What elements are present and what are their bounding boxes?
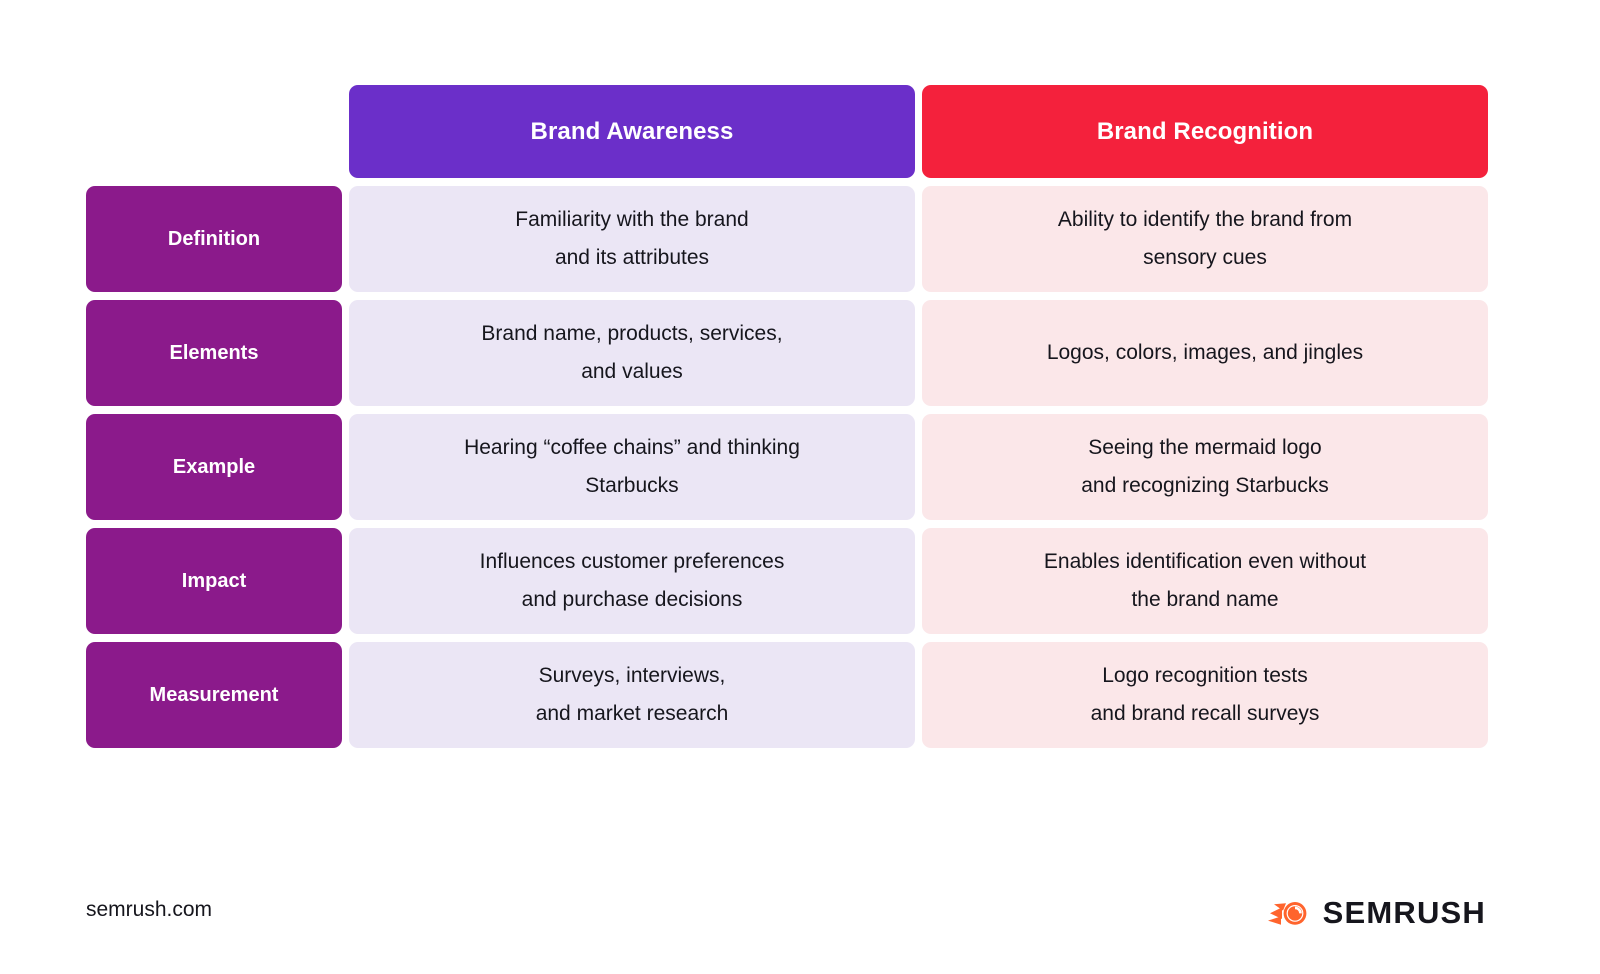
cell-text: Ability to identify the brand from senso… [1057, 208, 1353, 269]
cell-text: Surveys, interviews, and market research [535, 664, 729, 725]
cell-definition-recognition: Ability to identify the brand from senso… [922, 186, 1488, 292]
cell-definition-awareness: Familiarity with the brand and its attri… [349, 186, 915, 292]
row-label-impact: Impact [86, 528, 342, 634]
semrush-logo: SEMRUSH [1267, 893, 1486, 933]
footer: semrush.com SEMRUSH [0, 893, 1600, 939]
table-row: Elements Brand name, products, services,… [86, 300, 1488, 406]
row-label-text: Impact [181, 569, 247, 592]
cell-text: Logo recognition tests and brand recall … [1090, 664, 1320, 725]
row-label-text: Definition [167, 227, 261, 250]
row-label-measurement: Measurement [86, 642, 342, 748]
column-header-brand-awareness: Brand Awareness [349, 85, 915, 178]
row-label-text: Measurement [149, 683, 279, 706]
cell-text: Influences customer preferences and purc… [479, 550, 785, 611]
row-label-text: Elements [169, 341, 259, 364]
cell-text: Brand name, products, services, and valu… [481, 322, 783, 383]
comparison-table: Brand Awareness Brand Recognition Defini… [86, 85, 1488, 748]
cell-measurement-awareness: Surveys, interviews, and market research [349, 642, 915, 748]
cell-elements-recognition: Logos, colors, images, and jingles [922, 300, 1488, 406]
table-header-row: Brand Awareness Brand Recognition [86, 85, 1488, 178]
cell-text: Hearing “coffee chains” and thinking Sta… [464, 436, 800, 497]
cell-measurement-recognition: Logo recognition tests and brand recall … [922, 642, 1488, 748]
cell-elements-awareness: Brand name, products, services, and valu… [349, 300, 915, 406]
column-header-brand-recognition: Brand Recognition [922, 85, 1488, 178]
row-label-text: Example [172, 455, 256, 478]
semrush-wordmark: SEMRUSH [1322, 895, 1486, 930]
table-header-corner-spacer [86, 85, 342, 178]
row-label-elements: Elements [86, 300, 342, 406]
footer-website-url: semrush.com [86, 898, 213, 921]
column-header-label: Brand Recognition [1096, 117, 1314, 145]
cell-example-recognition: Seeing the mermaid logo and recognizing … [922, 414, 1488, 520]
table-row: Impact Influences customer preferences a… [86, 528, 1488, 634]
cell-text: Seeing the mermaid logo and recognizing … [1081, 436, 1329, 497]
cell-text: Enables identification even without the … [1043, 550, 1367, 611]
table-row: Example Hearing “coffee chains” and thin… [86, 414, 1488, 520]
cell-text: Familiarity with the brand and its attri… [515, 208, 749, 269]
cell-example-awareness: Hearing “coffee chains” and thinking Sta… [349, 414, 915, 520]
cell-text: Logos, colors, images, and jingles [1046, 341, 1364, 365]
row-label-example: Example [86, 414, 342, 520]
column-header-label: Brand Awareness [530, 117, 734, 145]
cell-impact-awareness: Influences customer preferences and purc… [349, 528, 915, 634]
row-label-definition: Definition [86, 186, 342, 292]
cell-impact-recognition: Enables identification even without the … [922, 528, 1488, 634]
table-row: Measurement Surveys, interviews, and mar… [86, 642, 1488, 748]
semrush-comet-logo-icon [1267, 902, 1306, 925]
table-row: Definition Familiarity with the brand an… [86, 186, 1488, 292]
